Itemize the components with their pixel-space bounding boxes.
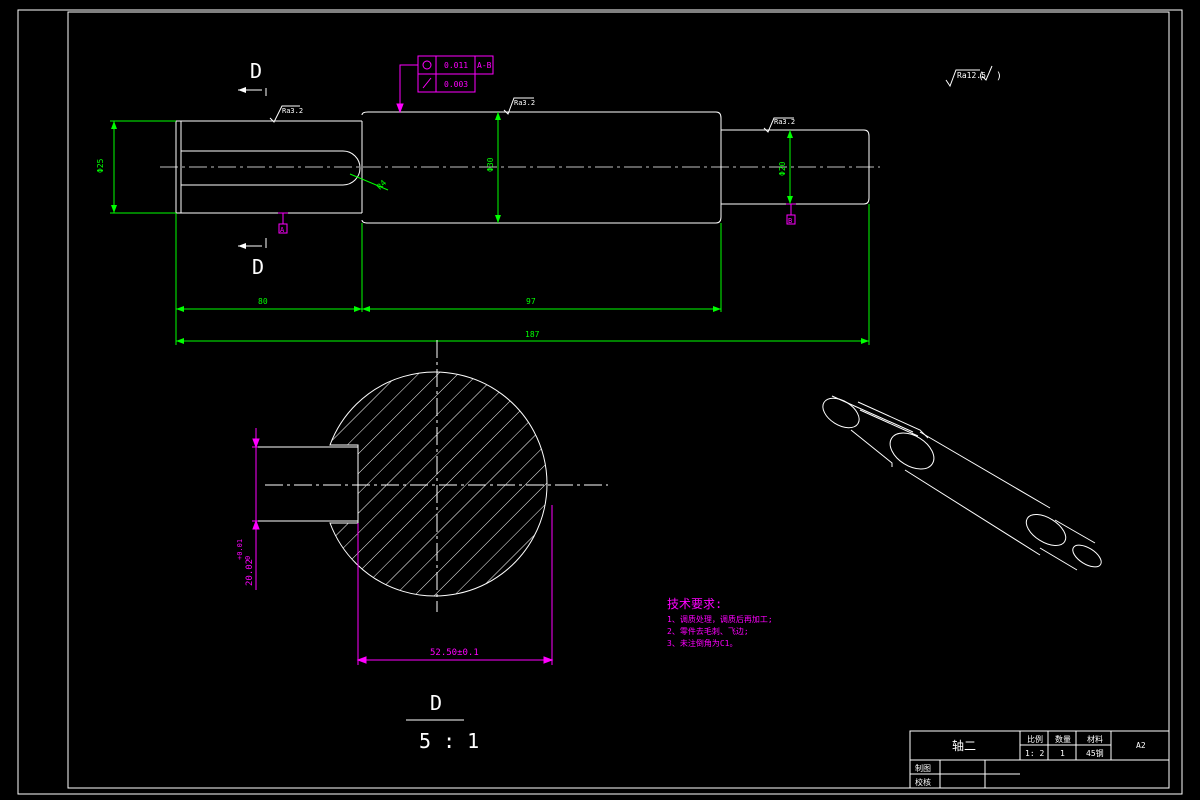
section-letter-bottom: D (252, 255, 264, 279)
section-dimensions (252, 428, 554, 665)
header-scale: 比例 (1027, 734, 1043, 744)
dim-right-diameter: Φ20 (778, 161, 787, 176)
roughness-right: Ra3.2 (763, 117, 795, 133)
tech-item-2: 2、零件去毛刺、飞边; (667, 626, 749, 636)
tolerance-frame: 0.011 A-B 0.003 (396, 55, 494, 114)
section-title: D 5 : 1 (406, 691, 479, 753)
outer-border (17, 9, 1183, 795)
drawn-label: 制图 (915, 763, 931, 773)
section-view-d (255, 340, 608, 612)
datum-b-label: B (788, 217, 792, 225)
roughness-middle: Ra3.2 (503, 97, 535, 115)
dimension-lines (110, 112, 870, 345)
tolerance-value-1: 0.011 (444, 61, 468, 70)
datum-a: A (278, 212, 288, 234)
tech-item-3: 3、未注倒角为C1。 (667, 638, 737, 648)
section-view-label: D (430, 691, 442, 715)
dim-length-middle: 97 (526, 297, 536, 306)
section-marker-top: D (238, 59, 267, 96)
dim-left-diameter: Φ25 (96, 158, 105, 173)
dim-key-width: 20.02 (245, 559, 255, 586)
isometric-shaft-view (822, 395, 1102, 571)
tolerance-datum-1: A-B (477, 61, 492, 70)
value-material: 45钢 (1086, 748, 1104, 758)
dim-section-depth: 52.50±0.1 (430, 648, 479, 658)
dim-length-left: 80 (258, 297, 268, 306)
roughness-general-label: Ra12.5 (957, 71, 986, 80)
dim-middle-diameter: Φ30 (486, 157, 495, 172)
roughness-middle-label: Ra3.2 (514, 99, 535, 107)
dimension-arrows (111, 112, 869, 344)
section-marker-bottom: D (238, 238, 267, 279)
inner-border (67, 11, 1170, 789)
title-block (909, 730, 1170, 789)
datum-b: B (786, 203, 796, 225)
tech-item-1: 1、调质处理，调质后再加工; (667, 614, 773, 624)
svg-text:): ) (996, 71, 1002, 82)
svg-text:(: ( (978, 71, 984, 82)
part-name: 轴二 (952, 738, 976, 753)
tolerance-value-2: 0.003 (444, 80, 468, 89)
header-material: 材料 (1087, 734, 1103, 744)
sheet-size: A2 (1136, 741, 1146, 750)
roughness-right-label: Ra3.2 (774, 118, 795, 126)
value-scale: 1: 2 (1025, 749, 1044, 758)
dim-key-width-tol-upper: +0.01 (236, 539, 244, 560)
tech-title: 技术要求: (667, 597, 722, 611)
value-qty: 1 (1060, 749, 1065, 758)
roughness-general: Ra12.5 ( ) (945, 65, 1002, 88)
checked-label: 校核 (915, 777, 931, 787)
roughness-left-label: Ra3.2 (282, 107, 303, 115)
dim-key-width-tol-lower: 0 (244, 556, 252, 560)
dim-length-total: 187 (525, 330, 540, 339)
section-dimension-texts: 20.02 +0.01 0 52.50±0.1 (236, 539, 479, 658)
title-block-text: 轴二 比例 数量 材料 1: 2 1 45钢 A2 制图 校核 (915, 734, 1146, 787)
header-qty: 数量 (1055, 734, 1071, 744)
tech-requirements: 技术要求: 1、调质处理，调质后再加工; 2、零件去毛刺、飞边; 3、未注倒角为… (667, 597, 773, 648)
section-letter-top: D (250, 59, 262, 83)
datum-a-label: A (280, 226, 285, 234)
roughness-left: Ra3.2 (269, 105, 303, 123)
section-view-scale: 5 : 1 (419, 729, 479, 753)
